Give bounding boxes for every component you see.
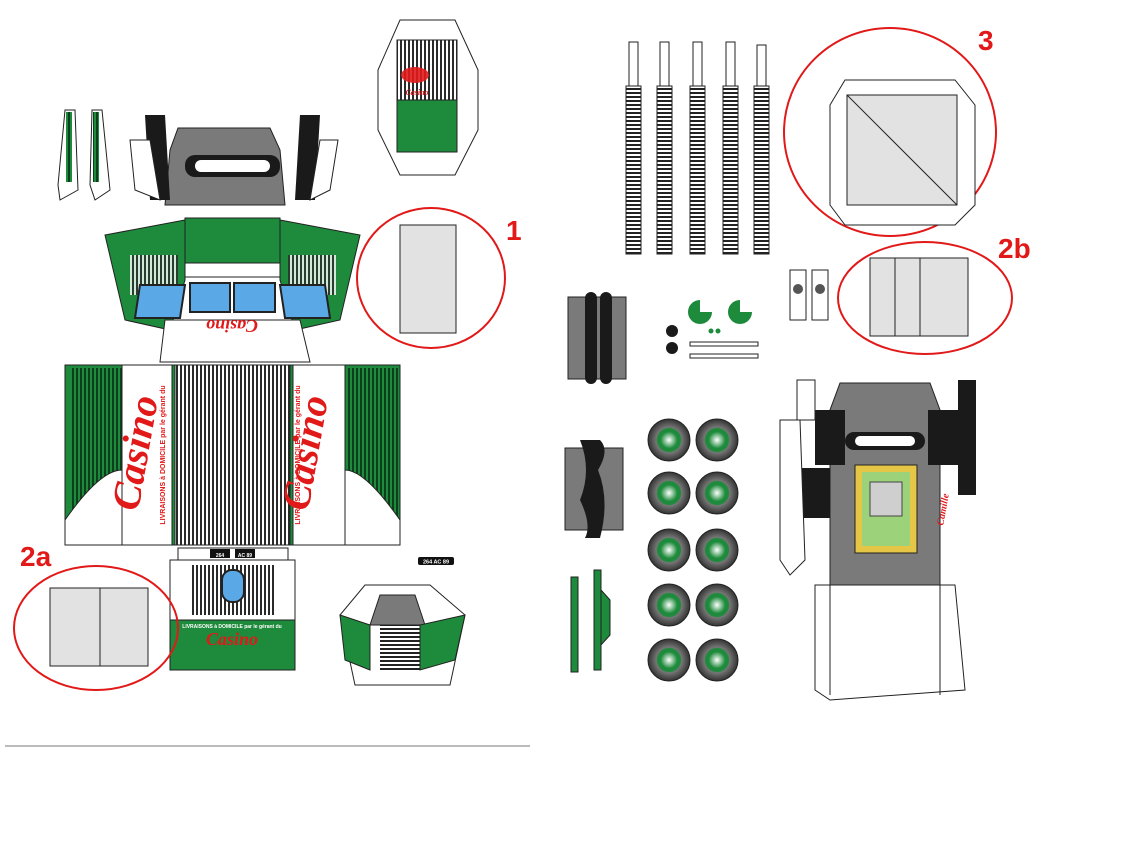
label-part-3: 3 xyxy=(978,25,994,56)
wheel xyxy=(695,638,739,682)
roof-brand-text: Casino xyxy=(405,88,428,97)
part-3-group: 3 xyxy=(783,25,997,237)
body-side-panel: Casino Casino LIVRAISONS à DOMICILE par … xyxy=(64,364,401,546)
wheel xyxy=(695,528,739,572)
wheel xyxy=(695,471,739,515)
wheel xyxy=(695,583,739,627)
cab-brand-text: Casino xyxy=(206,316,258,336)
plate-tag: 264 AC 89 xyxy=(418,557,454,566)
part-2a-group: 2a xyxy=(13,541,179,691)
wheel xyxy=(647,418,691,462)
part-2b-group: 2b xyxy=(837,233,1031,355)
cab-top-part xyxy=(129,115,339,206)
side-delivery-right: LIVRAISONS à DOMICILE par le gérant du xyxy=(295,385,302,524)
rear-delivery-text: LIVRAISONS à DOMICILE par le gérant du xyxy=(182,624,281,630)
rear-plate-a: 264 xyxy=(216,553,225,559)
roof-sign-part: Casino xyxy=(377,19,479,176)
small-parts xyxy=(666,300,759,359)
step-parts xyxy=(570,569,611,673)
bumper-parts xyxy=(564,292,627,538)
side-delivery-left: LIVRAISONS à DOMICILE par le gérant du xyxy=(160,385,167,524)
label-part-1: 1 xyxy=(506,215,522,246)
wheel xyxy=(647,638,691,682)
rear-body-part: 264 AC 89 Casino LIVRAISONS à DOMICILE p… xyxy=(169,547,296,671)
cab-front-part: Casino xyxy=(104,217,361,363)
label-part-2b: 2b xyxy=(998,233,1031,264)
rear-brand-text: Casino xyxy=(206,629,258,649)
mirror-parts xyxy=(789,269,829,321)
rear-plate-b: AC 89 xyxy=(238,553,252,559)
wheel xyxy=(647,528,691,572)
plate-text: 264 AC 89 xyxy=(423,560,449,566)
bumper-strips xyxy=(57,109,111,201)
wheel xyxy=(695,418,739,462)
wheels-group xyxy=(647,418,739,682)
wheel xyxy=(647,471,691,515)
label-part-2a: 2a xyxy=(20,541,52,572)
part-1-group: 1 xyxy=(356,207,522,349)
spring-strips xyxy=(625,41,770,255)
wheel xyxy=(647,583,691,627)
chassis-part: Camille xyxy=(779,379,976,701)
interior-part xyxy=(339,584,466,686)
